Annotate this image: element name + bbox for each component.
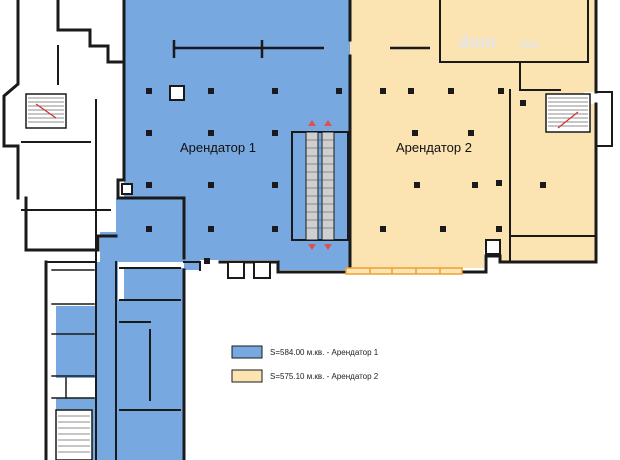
staircase-left (25, 93, 67, 129)
tenant-2-label: Арендатор 2 (396, 140, 472, 155)
structural-columns (146, 88, 546, 264)
legend-text-tenant-2: S=575.10 м.кв. - Арендатор 2 (270, 372, 379, 381)
legend-swatch-tenant-2 (231, 369, 263, 383)
staircase-right (545, 93, 591, 133)
watermark-logo: dom RIA (458, 32, 539, 52)
escalators (291, 120, 349, 250)
legend-text-tenant-1: S=584.00 м.кв. - Арендатор 1 (270, 348, 379, 357)
legend-swatch-tenant-1 (231, 345, 263, 359)
staircase-bottom (55, 409, 93, 460)
svg-text:dom: dom (458, 32, 496, 52)
tenant-1-label: Арендатор 1 (180, 140, 256, 155)
glass-partition (345, 267, 463, 275)
legend: S=584.00 м.кв. - Арендатор 1 S=575.10 м.… (231, 345, 379, 383)
svg-text:RIA: RIA (520, 39, 539, 51)
hall-partitions (172, 40, 430, 58)
utility-shafts (121, 85, 501, 279)
